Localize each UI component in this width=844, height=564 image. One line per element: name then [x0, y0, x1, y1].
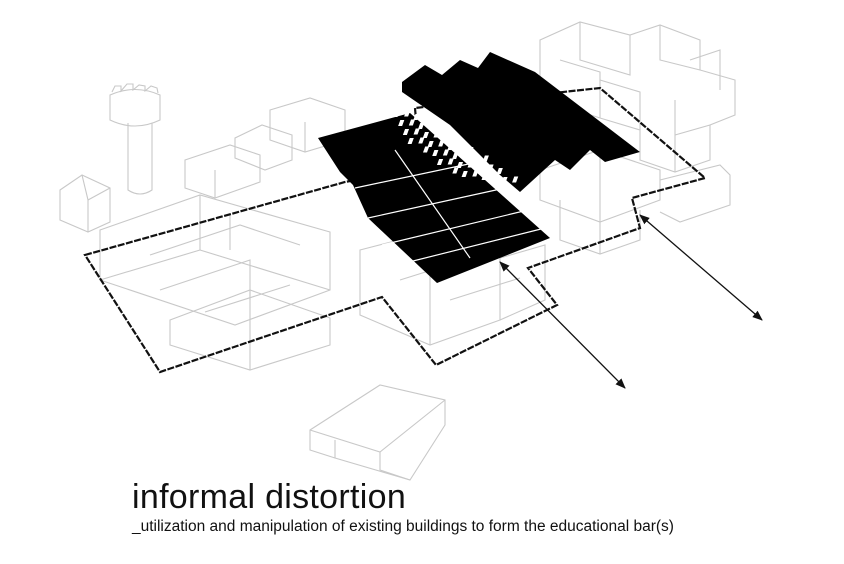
window — [433, 131, 440, 138]
window — [462, 152, 469, 159]
arrow-left — [499, 261, 626, 389]
window — [487, 164, 494, 171]
black-sawtooth-building — [379, 52, 640, 192]
window — [452, 167, 459, 174]
window — [427, 141, 434, 147]
site-boundary — [83, 86, 708, 374]
window — [407, 138, 414, 144]
window — [428, 122, 435, 129]
window — [482, 155, 489, 162]
left-row-buildings — [184, 97, 346, 199]
sawtooth-roof-shape — [402, 52, 640, 192]
window — [422, 146, 430, 153]
window — [383, 93, 391, 99]
window — [437, 126, 445, 132]
arrow-right — [639, 214, 763, 321]
black-roof-plate — [318, 113, 550, 283]
window — [452, 153, 459, 159]
window — [398, 120, 405, 126]
window-grid — [379, 84, 519, 183]
window — [394, 92, 401, 99]
site-boundary-outline — [83, 86, 708, 374]
window — [461, 171, 468, 177]
window — [467, 161, 474, 168]
ghost-context-buildings — [59, 21, 736, 481]
window — [408, 119, 416, 126]
window — [447, 144, 454, 150]
window — [496, 168, 503, 174]
window — [442, 149, 450, 156]
window — [424, 113, 431, 120]
window — [413, 114, 420, 120]
roof-plate-shape — [318, 113, 550, 283]
window — [413, 128, 420, 135]
window — [456, 162, 464, 168]
caption-subtitle: _utilization and manipulation of existin… — [132, 518, 674, 535]
window — [458, 143, 465, 150]
window — [472, 170, 479, 177]
window — [379, 84, 386, 90]
window — [492, 173, 499, 180]
left-base-blocks — [99, 194, 331, 371]
window — [436, 159, 444, 165]
caption-title: informal distortion — [132, 478, 407, 516]
water-tower — [109, 83, 161, 195]
window — [408, 105, 415, 111]
small-house-left — [59, 174, 111, 233]
window — [388, 102, 395, 108]
window — [476, 165, 483, 171]
window — [512, 176, 519, 183]
window — [422, 132, 429, 138]
window — [467, 147, 474, 153]
window — [418, 137, 425, 144]
window — [442, 135, 449, 141]
window — [501, 177, 508, 183]
window — [404, 110, 411, 117]
window — [438, 140, 445, 147]
window — [432, 150, 439, 156]
dimension-arrows — [499, 214, 763, 389]
window — [393, 111, 400, 117]
roof-plate-grid — [354, 149, 546, 264]
window — [453, 134, 460, 141]
isolated-block-bottom — [309, 384, 446, 481]
window — [447, 158, 454, 165]
window — [472, 156, 479, 162]
window — [399, 101, 406, 108]
window — [402, 129, 410, 135]
window — [418, 123, 425, 129]
window — [481, 174, 488, 180]
